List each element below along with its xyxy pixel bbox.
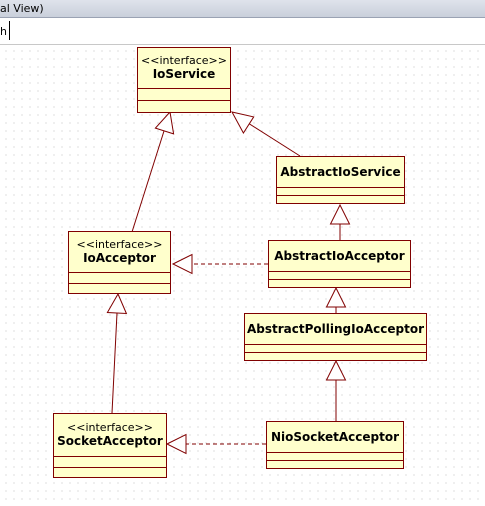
class-abstractioservice-name: AbstractIoService [280, 164, 401, 179]
class-ioacceptor-attributes [69, 272, 170, 283]
diagram-tab-bar: h [0, 18, 485, 45]
class-ioacceptor-name: IoAcceptor [83, 251, 156, 265]
edge-abstractioacceptor-to-ioacceptor[interactable] [171, 253, 268, 275]
class-abstractioacceptor-name: AbstractIoAcceptor [274, 248, 405, 263]
window-title-bar: al View) [0, 0, 485, 18]
edge-socketacceptor-to-ioacceptor[interactable] [106, 292, 128, 414]
edge-ioacceptor-to-ioservice[interactable] [131, 110, 175, 233]
class-socketacceptor[interactable]: <<interface>> SocketAcceptor [53, 413, 167, 478]
class-abstractpollingioacceptor-operations [245, 352, 426, 360]
class-ioservice[interactable]: <<interface>> IoService [137, 47, 231, 113]
class-abstractpollingioacceptor-attributes [245, 344, 426, 352]
text-cursor [9, 21, 10, 40]
window-title: al View) [0, 2, 44, 15]
edge-abstractioservice-to-ioservice[interactable] [231, 111, 301, 157]
edge-abstractpollingioacceptor-to-abstractioacceptor[interactable] [325, 286, 347, 313]
class-ioservice-stereotype: <<interface>> [141, 54, 227, 67]
class-niosocketacceptor[interactable]: NioSocketAcceptor [266, 421, 404, 469]
edge-niosocketacceptor-to-socketacceptor[interactable] [165, 433, 266, 455]
class-niosocketacceptor-operations [267, 460, 403, 468]
class-ioacceptor-operations [69, 283, 170, 293]
diagram-tab-label[interactable]: h [0, 25, 7, 38]
class-abstractioacceptor-operations [269, 279, 410, 287]
class-ioacceptor-stereotype: <<interface>> [76, 238, 163, 251]
class-ioservice-name: IoService [152, 67, 216, 81]
class-ioacceptor[interactable]: <<interface>> IoAcceptor [68, 231, 171, 294]
class-niosocketacceptor-name: NioSocketAcceptor [270, 429, 400, 444]
class-abstractioservice-operations [277, 195, 404, 203]
class-niosocketacceptor-attributes [267, 452, 403, 460]
class-abstractioacceptor-attributes [269, 271, 410, 279]
class-socketacceptor-stereotype: <<interface>> [67, 421, 153, 434]
class-abstractpollingioacceptor-name: AbstractPollingIoAcceptor [247, 321, 424, 336]
class-socketacceptor-operations [54, 467, 166, 477]
class-abstractioservice[interactable]: AbstractIoService [276, 156, 405, 204]
class-socketacceptor-attributes [54, 456, 166, 467]
class-ioservice-attributes [138, 88, 230, 100]
class-socketacceptor-name: SocketAcceptor [57, 434, 163, 448]
class-abstractioservice-attributes [277, 187, 404, 195]
class-abstractpollingioacceptor[interactable]: AbstractPollingIoAcceptor [244, 313, 427, 361]
class-ioservice-operations [138, 100, 230, 112]
edge-niosocketacceptor-to-abstractpollingioacceptor[interactable] [325, 359, 347, 421]
class-abstractioacceptor[interactable]: AbstractIoAcceptor [268, 240, 411, 288]
edge-abstractioacceptor-to-abstractioservice[interactable] [329, 203, 351, 241]
